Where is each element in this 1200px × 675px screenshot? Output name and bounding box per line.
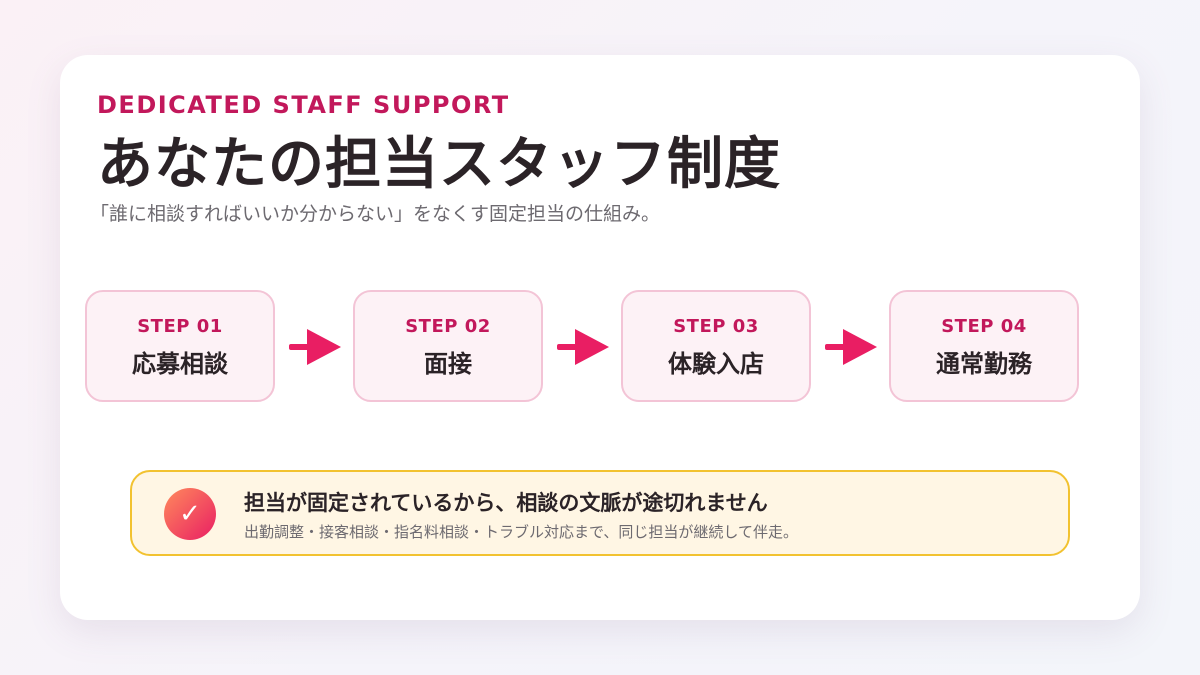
step-card-02: STEP 02 面接 [353, 290, 543, 402]
page-subtitle: 「誰に相談すればいいか分からない」をなくす固定担当の仕組み。 [90, 203, 661, 225]
content-card: DEDICATED STAFF SUPPORT あなたの担当スタッフ制度 「誰に… [60, 55, 1140, 620]
section-kicker: DEDICATED STAFF SUPPORT [97, 91, 510, 119]
step-name: 面接 [424, 350, 472, 378]
step-label: STEP 02 [405, 316, 491, 337]
callout-title: 担当が固定されているから、相談の文脈が途切れません [244, 491, 768, 515]
step-label: STEP 01 [137, 316, 223, 337]
step-card-01: STEP 01 応募相談 [85, 290, 275, 402]
step-label: STEP 04 [941, 316, 1027, 337]
page-title: あなたの担当スタッフ制度 [97, 132, 781, 197]
step-card-04: STEP 04 通常勤務 [889, 290, 1079, 402]
step-name: 応募相談 [132, 350, 228, 378]
step-card-03: STEP 03 体験入店 [621, 290, 811, 402]
info-callout: ✓ 担当が固定されているから、相談の文脈が途切れません 出勤調整・接客相談・指名… [130, 470, 1070, 556]
step-name: 通常勤務 [936, 350, 1032, 378]
arrow-right-icon [825, 329, 877, 365]
step-name: 体験入店 [668, 350, 764, 378]
arrow-right-icon [557, 329, 609, 365]
arrow-right-icon [289, 329, 341, 365]
callout-body: 出勤調整・接客相談・指名料相談・トラブル対応まで、同じ担当が継続して伴走。 [244, 523, 798, 541]
check-icon: ✓ [164, 488, 216, 540]
step-label: STEP 03 [673, 316, 759, 337]
